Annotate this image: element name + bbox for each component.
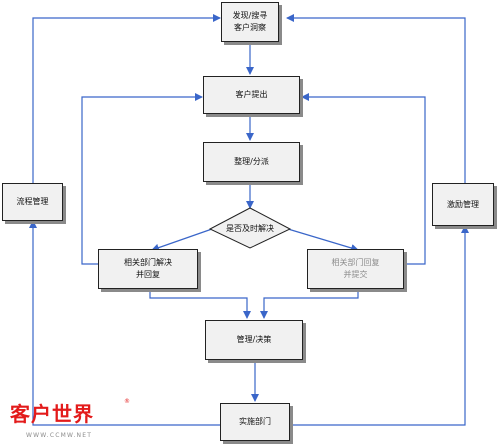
edge-dept-reply-to-manage [260,289,359,319]
node-dept-reply-line-1: 相关部门回复 [331,258,380,267]
watermark: 客户世界 ® WWW.CCMW.NET [4,398,134,444]
watermark-registered-mark: ® [124,398,130,405]
node-submit-line-1: 客户提出 [235,90,268,99]
node-process: 流程管理 [2,183,63,221]
watermark-url: WWW.CCMW.NET [26,432,93,439]
node-manage-line-1: 管理/决策 [236,335,272,344]
node-incentive-line-1: 激励管理 [447,199,479,209]
node-dept-solve: 相关部门解决 并回复 [98,249,198,289]
node-launch-line-2: 客户洞察 [234,23,266,32]
decision-label: 是否及时解决 [226,224,274,233]
node-impl-line-1: 实施部门 [239,417,271,426]
node-submit: 客户提出 [203,76,300,114]
node-sort: 整理/分派 [203,142,300,182]
node-dept-solve-line-2: 并回复 [136,270,160,279]
edge-process-to-launch [32,14,221,183]
edge-dept-solve-loop-to-submit [81,93,203,265]
edge-impl-to-incentive [290,225,469,426]
node-launch-line-1: 发现/搜寻 [232,11,268,20]
edge-decide-to-dept-solve [151,228,213,252]
node-impl: 实施部门 [220,403,290,441]
node-dept-reply-line-2: 并提交 [343,270,368,279]
node-launch: 发现/搜寻 客户洞察 [221,2,279,42]
node-sort-line-1: 整理/分派 [234,157,269,166]
node-dept-reply: 相关部门回复 并提交 [307,249,404,289]
edge-decide-to-dept-reply [287,228,359,252]
edge-incentive-to-launch [286,14,466,183]
node-dept-solve-line-1: 相关部门解决 [124,258,172,267]
edge-dept-solve-to-manage [149,289,251,319]
edge-impl-to-process [29,220,220,426]
watermark-brand: 客户世界 [10,402,94,426]
node-process-line-1: 流程管理 [16,197,49,206]
decision-diamond [208,207,292,249]
node-manage: 管理/决策 [205,320,303,360]
node-incentive: 激励管理 [432,183,494,226]
